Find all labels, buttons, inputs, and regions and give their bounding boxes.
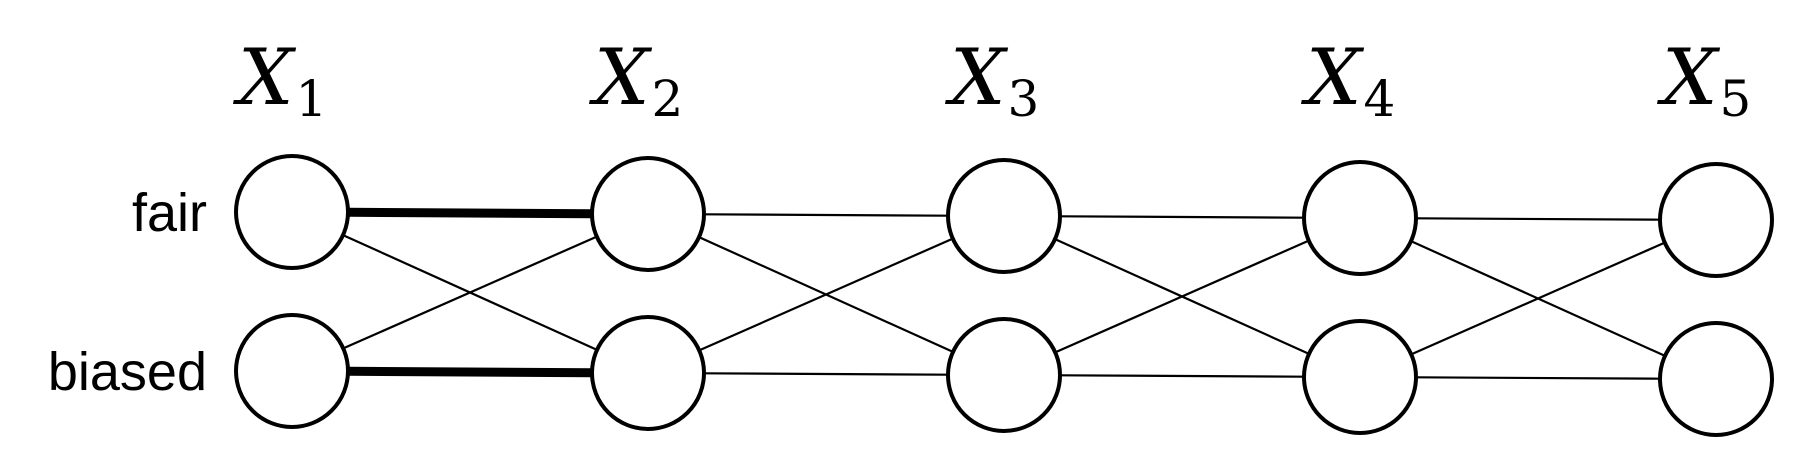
edge-fair4-fair5 — [1415, 217, 1661, 221]
node-biased-x1 — [234, 313, 350, 429]
edge-biased1-fair2 — [342, 235, 598, 350]
node-biased-x3 — [946, 317, 1062, 433]
node-biased-x4 — [1302, 319, 1418, 435]
edges — [342, 207, 1666, 380]
variable-labels: X1 X2 X3 X4 X5 — [232, 33, 1751, 128]
edge-biased4-fair5 — [1410, 241, 1666, 356]
node-fair-x2 — [590, 156, 706, 272]
node-biased-x5 — [1658, 321, 1774, 437]
edge-fair1-fair2-bold — [347, 207, 593, 219]
node-biased-x2 — [590, 315, 706, 431]
node-fair-x1 — [234, 154, 350, 270]
variable-label-x3: X3 — [944, 33, 1039, 128]
edge-fair3-fair4 — [1059, 215, 1305, 219]
state-label-biased: biased — [48, 342, 207, 402]
state-label-fair: fair — [132, 183, 207, 243]
node-fair-x3 — [946, 158, 1062, 274]
nodes — [234, 154, 1774, 437]
edge-biased2-fair3 — [698, 237, 954, 352]
edge-biased1-biased2-bold — [347, 366, 593, 378]
edge-fair2-fair3 — [703, 213, 949, 217]
state-labels: fair biased — [48, 183, 207, 402]
edge-biased2-biased3 — [703, 372, 949, 376]
node-fair-x5 — [1658, 162, 1774, 278]
variable-label-x5: X5 — [1656, 33, 1751, 128]
variable-label-x1: X1 — [232, 33, 327, 128]
variable-label-x2: X2 — [588, 33, 683, 128]
edge-biased4-biased5 — [1415, 376, 1661, 380]
edge-biased3-fair4 — [1054, 239, 1310, 354]
variable-label-x4: X4 — [1300, 33, 1395, 128]
node-fair-x4 — [1302, 160, 1418, 276]
edge-biased3-biased4 — [1059, 374, 1305, 378]
